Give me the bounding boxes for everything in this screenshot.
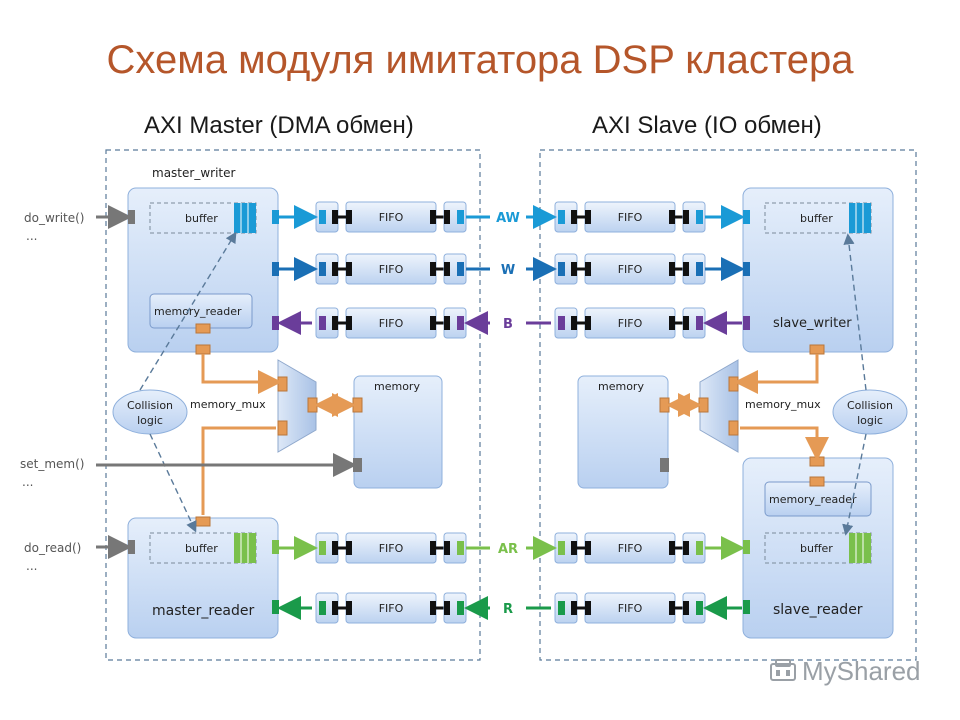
slave-mux-label: memory_mux <box>745 398 821 411</box>
master-fifo-label-0: FIFO <box>379 211 404 224</box>
ext-set-mem: set_mem() <box>20 457 84 471</box>
master-fifo-label-1: FIFO <box>379 263 404 276</box>
master-memory <box>353 375 443 489</box>
master-fifo-label-2: FIFO <box>379 317 404 330</box>
master-fifo-label-3: FIFO <box>379 542 404 555</box>
master-memory-label: memory <box>374 380 420 393</box>
master-writer-port-in <box>128 210 135 224</box>
channel-label-w: W <box>501 263 515 278</box>
master-section-border <box>105 149 481 661</box>
master-collision-logic <box>112 389 188 435</box>
svg-text:Collision: Collision <box>127 399 173 412</box>
svg-text:memory_reader: memory_reader <box>769 493 857 506</box>
master-writer-buffer-label: buffer <box>185 212 218 225</box>
svg-text:logic: logic <box>857 414 883 427</box>
master-writer-buffer-fill <box>234 203 256 233</box>
slave-writer-title: slave_writer <box>773 316 852 331</box>
page-title: Схема модуля имитатора DSP кластера <box>106 38 854 82</box>
master-mux-label: memory_mux <box>190 398 266 411</box>
svg-text:buffer: buffer <box>800 542 833 555</box>
slave-fifo-label-2: FIFO <box>618 317 643 330</box>
svg-text:logic: logic <box>137 414 163 427</box>
slave-fifo-label-3: FIFO <box>618 542 643 555</box>
slave-memory <box>577 375 669 489</box>
svg-text:memory: memory <box>598 380 644 393</box>
svg-text:...: ... <box>22 475 33 489</box>
channel-label-b: B <box>503 317 513 332</box>
master-reader-buffer-label: buffer <box>185 542 218 555</box>
svg-text:buffer: buffer <box>800 212 833 225</box>
slave-fifo-label-0: FIFO <box>618 211 643 224</box>
svg-text:...: ... <box>26 229 37 243</box>
channel-label-aw: AW <box>496 211 520 226</box>
watermark-icon <box>770 659 796 681</box>
ext-do-read: do_read() <box>24 541 81 555</box>
ext-do-write: do_write() <box>24 211 85 225</box>
watermark: MyShared <box>802 656 921 686</box>
svg-text:...: ... <box>26 559 37 573</box>
slave-reader-title: slave_reader <box>773 602 863 618</box>
slave-collision-logic <box>832 389 908 435</box>
master-memory-reader-label: memory_reader <box>154 305 242 318</box>
channel-label-r: R <box>503 602 513 617</box>
slave-section-title: AXI Slave (IO обмен) <box>592 112 822 139</box>
master-writer-title: master_writer <box>152 166 235 180</box>
master-fifo-label-4: FIFO <box>379 602 404 615</box>
slave-section-border <box>539 149 917 661</box>
slave-fifo-label-1: FIFO <box>618 263 643 276</box>
slave-fifo-label-4: FIFO <box>618 602 643 615</box>
channel-label-ar: AR <box>498 542 518 557</box>
svg-text:Collision: Collision <box>847 399 893 412</box>
master-reader-title: master_reader <box>152 603 255 619</box>
master-section-title: AXI Master (DMA обмен) <box>144 112 414 139</box>
